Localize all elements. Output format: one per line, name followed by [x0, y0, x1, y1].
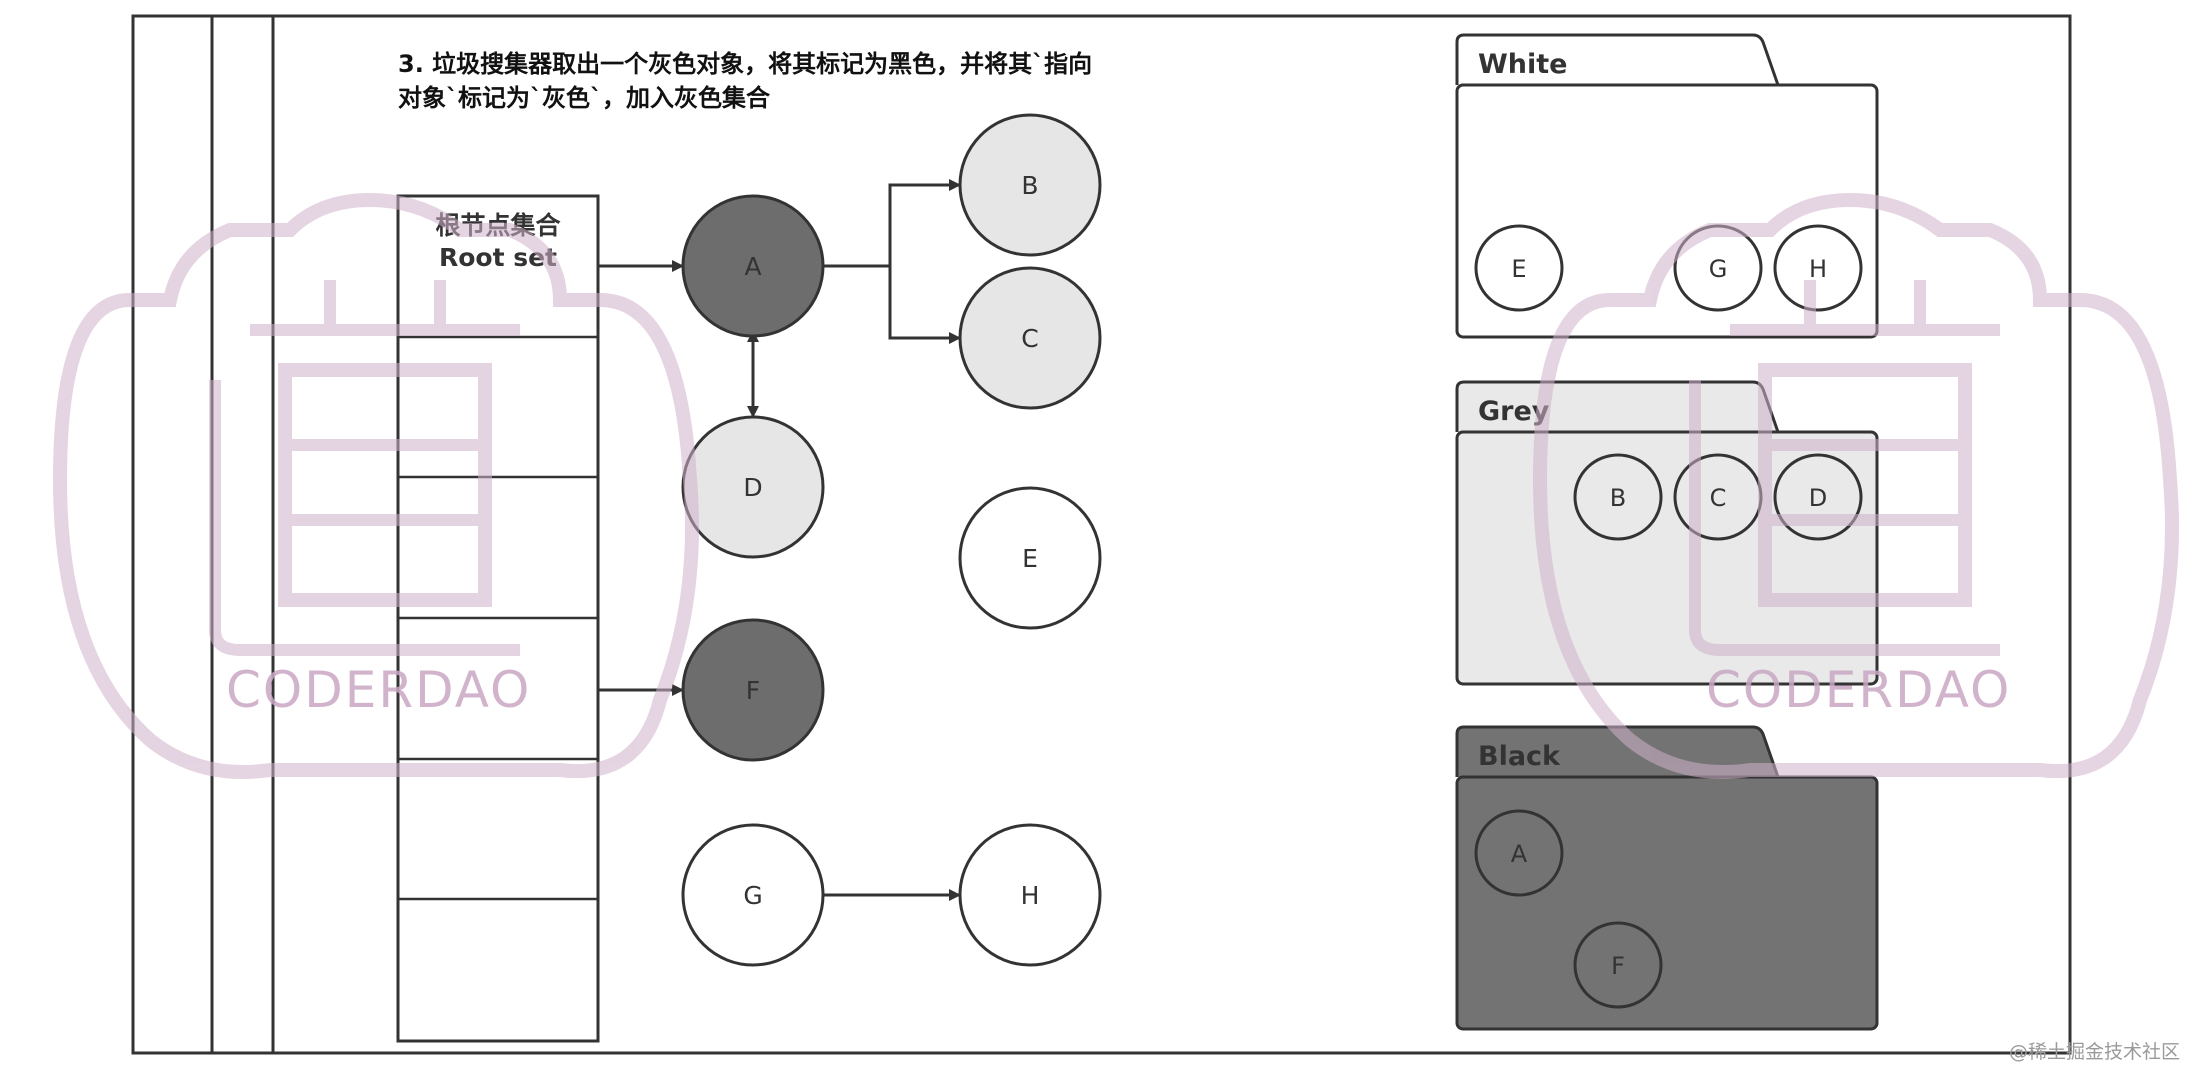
heading-line-1: 3. 垃圾搜集器取出一个灰色对象，将其标记为黑色，并将其`指向 — [398, 50, 1092, 78]
svg-text:A: A — [1511, 840, 1528, 868]
svg-text:A: A — [744, 252, 761, 281]
svg-text:E: E — [1022, 544, 1038, 573]
folder-black-title: Black — [1478, 741, 1561, 772]
folder-black-item-a: A — [1474, 809, 1564, 897]
folder-black-item-f: F — [1573, 921, 1663, 1009]
folder-white-item-e: E — [1474, 224, 1564, 312]
svg-text:G: G — [743, 881, 762, 910]
node-f: F — [681, 618, 825, 762]
node-h: H — [958, 823, 1102, 967]
svg-text:D: D — [743, 473, 762, 502]
node-a: A — [681, 194, 825, 338]
svg-text:D: D — [1809, 484, 1827, 512]
svg-text:H: H — [1809, 255, 1827, 283]
folder-grey-item-b: B — [1573, 453, 1663, 541]
watermark-left — [52, 192, 699, 779]
edge-a-to-b — [824, 179, 961, 268]
folder-grey-item-d: D — [1773, 453, 1863, 541]
svg-text:F: F — [1611, 952, 1625, 980]
svg-text:F: F — [746, 676, 760, 705]
svg-text:C: C — [1021, 324, 1038, 353]
node-g: G — [681, 823, 825, 967]
folder-white-title: White — [1478, 49, 1567, 80]
heading-line-2: 对象`标记为`灰色`，加入灰色集合 — [398, 84, 771, 112]
folder-white-item-h: H — [1773, 224, 1863, 312]
svg-text:B: B — [1610, 484, 1626, 512]
svg-text:G: G — [1709, 255, 1728, 283]
svg-text:B: B — [1021, 171, 1038, 200]
watermark-left-text: CODERDAO — [226, 661, 531, 719]
watermark-right-text: CODERDAO — [1706, 661, 2011, 719]
svg-text:H: H — [1021, 881, 1040, 910]
footer-credit: @稀土掘金技术社区 — [2009, 1041, 2180, 1063]
outer-frame — [131, 14, 2072, 1055]
watermark-right — [1532, 192, 2179, 779]
svg-text:E: E — [1511, 255, 1526, 283]
node-b: B — [958, 113, 1102, 257]
folder-grey: Grey B C D — [1455, 380, 1879, 686]
edge-a-to-c — [888, 266, 961, 344]
folder-white: White E G H — [1455, 33, 1879, 339]
node-c: C — [958, 266, 1102, 410]
svg-text:C: C — [1710, 484, 1727, 512]
node-e: E — [958, 486, 1102, 630]
root-set: 根节点集合 Root set — [396, 194, 600, 1043]
node-d: D — [681, 415, 825, 559]
